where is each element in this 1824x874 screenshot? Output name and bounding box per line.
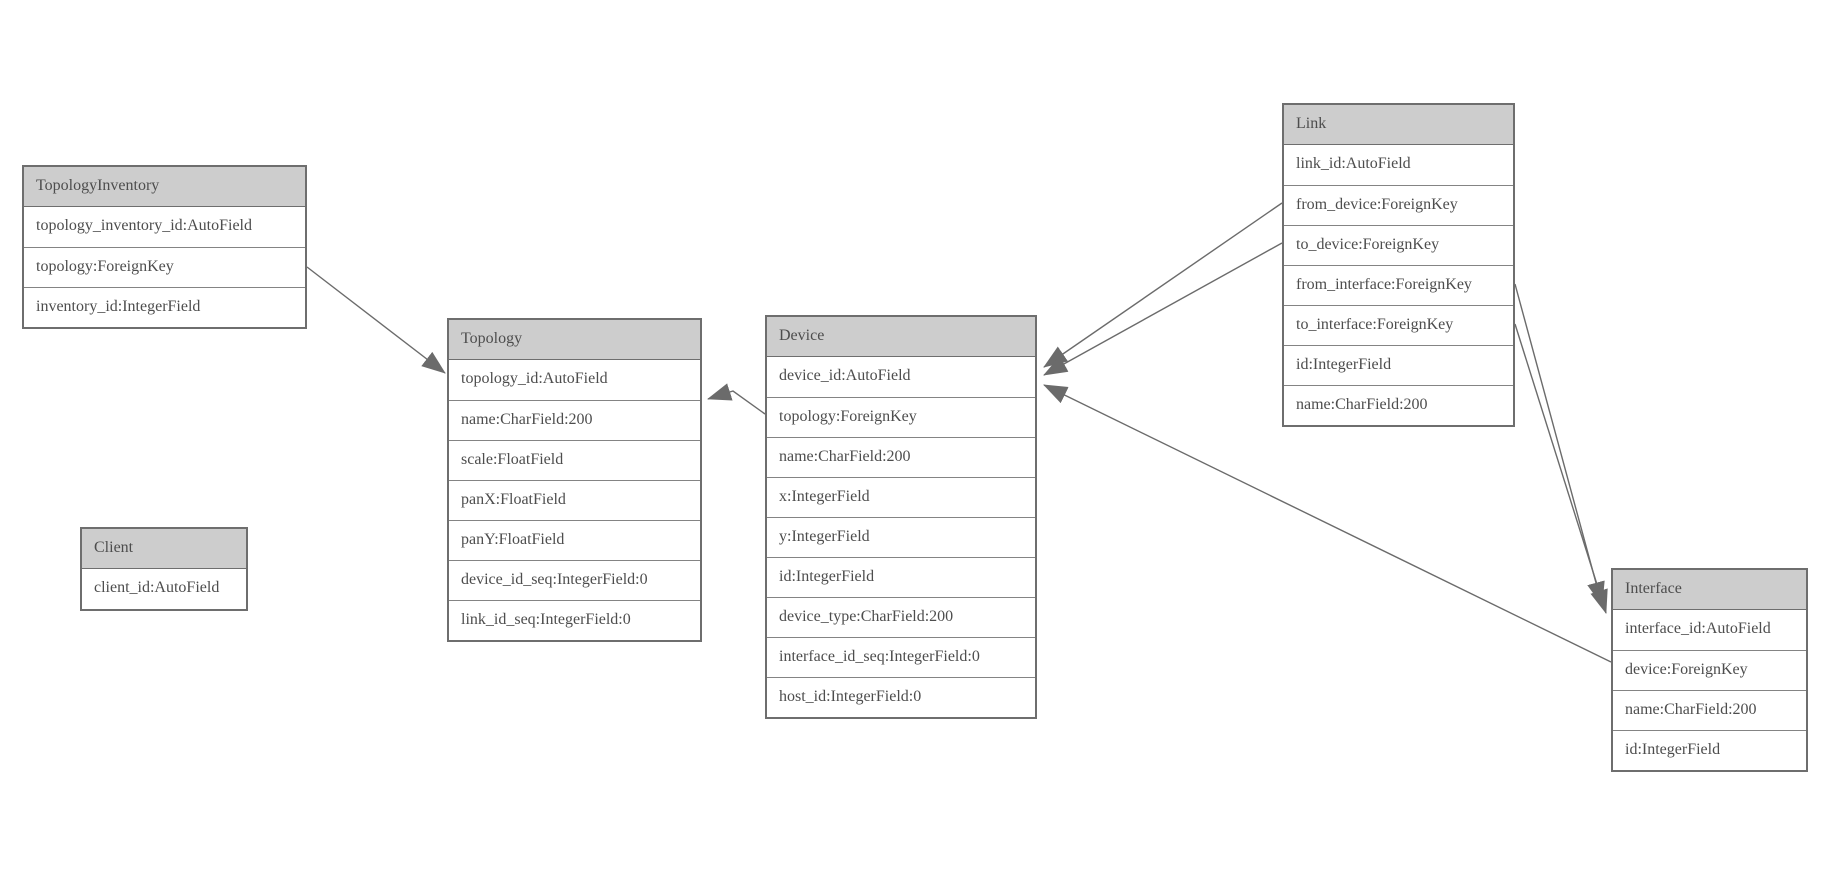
entity-title: Device: [767, 317, 1035, 357]
entity-field-row: name:CharField:200: [1284, 385, 1513, 425]
entity-field-row: host_id:IntegerField:0: [767, 677, 1035, 717]
entity-field-row: topology_id:AutoField: [449, 360, 700, 400]
entity-field-row: topology:ForeignKey: [24, 247, 305, 287]
entity-field-row: topology:ForeignKey: [767, 397, 1035, 437]
edge-link-to_interface-to-interface: [1514, 323, 1608, 614]
entity-field-row: y:IntegerField: [767, 517, 1035, 557]
entity-field-row: from_interface:ForeignKey: [1284, 265, 1513, 305]
entity-title: Interface: [1613, 570, 1806, 610]
entity-field-row: link_id:AutoField: [1284, 145, 1513, 185]
edge-link-to_device-to-device: [1043, 242, 1283, 376]
entity-field-row: name:CharField:200: [767, 437, 1035, 477]
edge-device-topology-to-topology: [707, 383, 766, 415]
entity-field-row: from_device:ForeignKey: [1284, 185, 1513, 225]
entity-field-row: topology_inventory_id:AutoField: [24, 207, 305, 247]
edge-link-from_interface-to-interface: [1514, 283, 1605, 606]
entity-field-row: link_id_seq:IntegerField:0: [449, 600, 700, 640]
entity-field-row: scale:FloatField: [449, 440, 700, 480]
entity-field-row: device_id_seq:IntegerField:0: [449, 560, 700, 600]
entity-field-row: device_type:CharField:200: [767, 597, 1035, 637]
entity-field-row: to_interface:ForeignKey: [1284, 305, 1513, 345]
entity-field-row: id:IntegerField: [1613, 730, 1806, 770]
entity-field-row: panY:FloatField: [449, 520, 700, 560]
entity-field-row: client_id:AutoField: [82, 569, 246, 609]
entity-field-row: id:IntegerField: [1284, 345, 1513, 385]
entity-field-row: device:ForeignKey: [1613, 650, 1806, 690]
entity-title: TopologyInventory: [24, 167, 305, 207]
entity-field-row: to_device:ForeignKey: [1284, 225, 1513, 265]
entity-field-row: id:IntegerField: [767, 557, 1035, 597]
entity-field-row: panX:FloatField: [449, 480, 700, 520]
entity-title: Client: [82, 529, 246, 569]
entity-field-row: inventory_id:IntegerField: [24, 287, 305, 327]
entity-field-row: interface_id_seq:IntegerField:0: [767, 637, 1035, 677]
entity-title: Link: [1284, 105, 1513, 145]
entity-field-row: x:IntegerField: [767, 477, 1035, 517]
entity-field-row: device_id:AutoField: [767, 357, 1035, 397]
entity-title: Topology: [449, 320, 700, 360]
entity-field-row: name:CharField:200: [449, 400, 700, 440]
edge-link-from_device-to-device: [1043, 202, 1283, 368]
entity-field-row: name:CharField:200: [1613, 690, 1806, 730]
entity-field-row: interface_id:AutoField: [1613, 610, 1806, 650]
edge-topologyinventory-topology-to-topology: [306, 266, 446, 374]
